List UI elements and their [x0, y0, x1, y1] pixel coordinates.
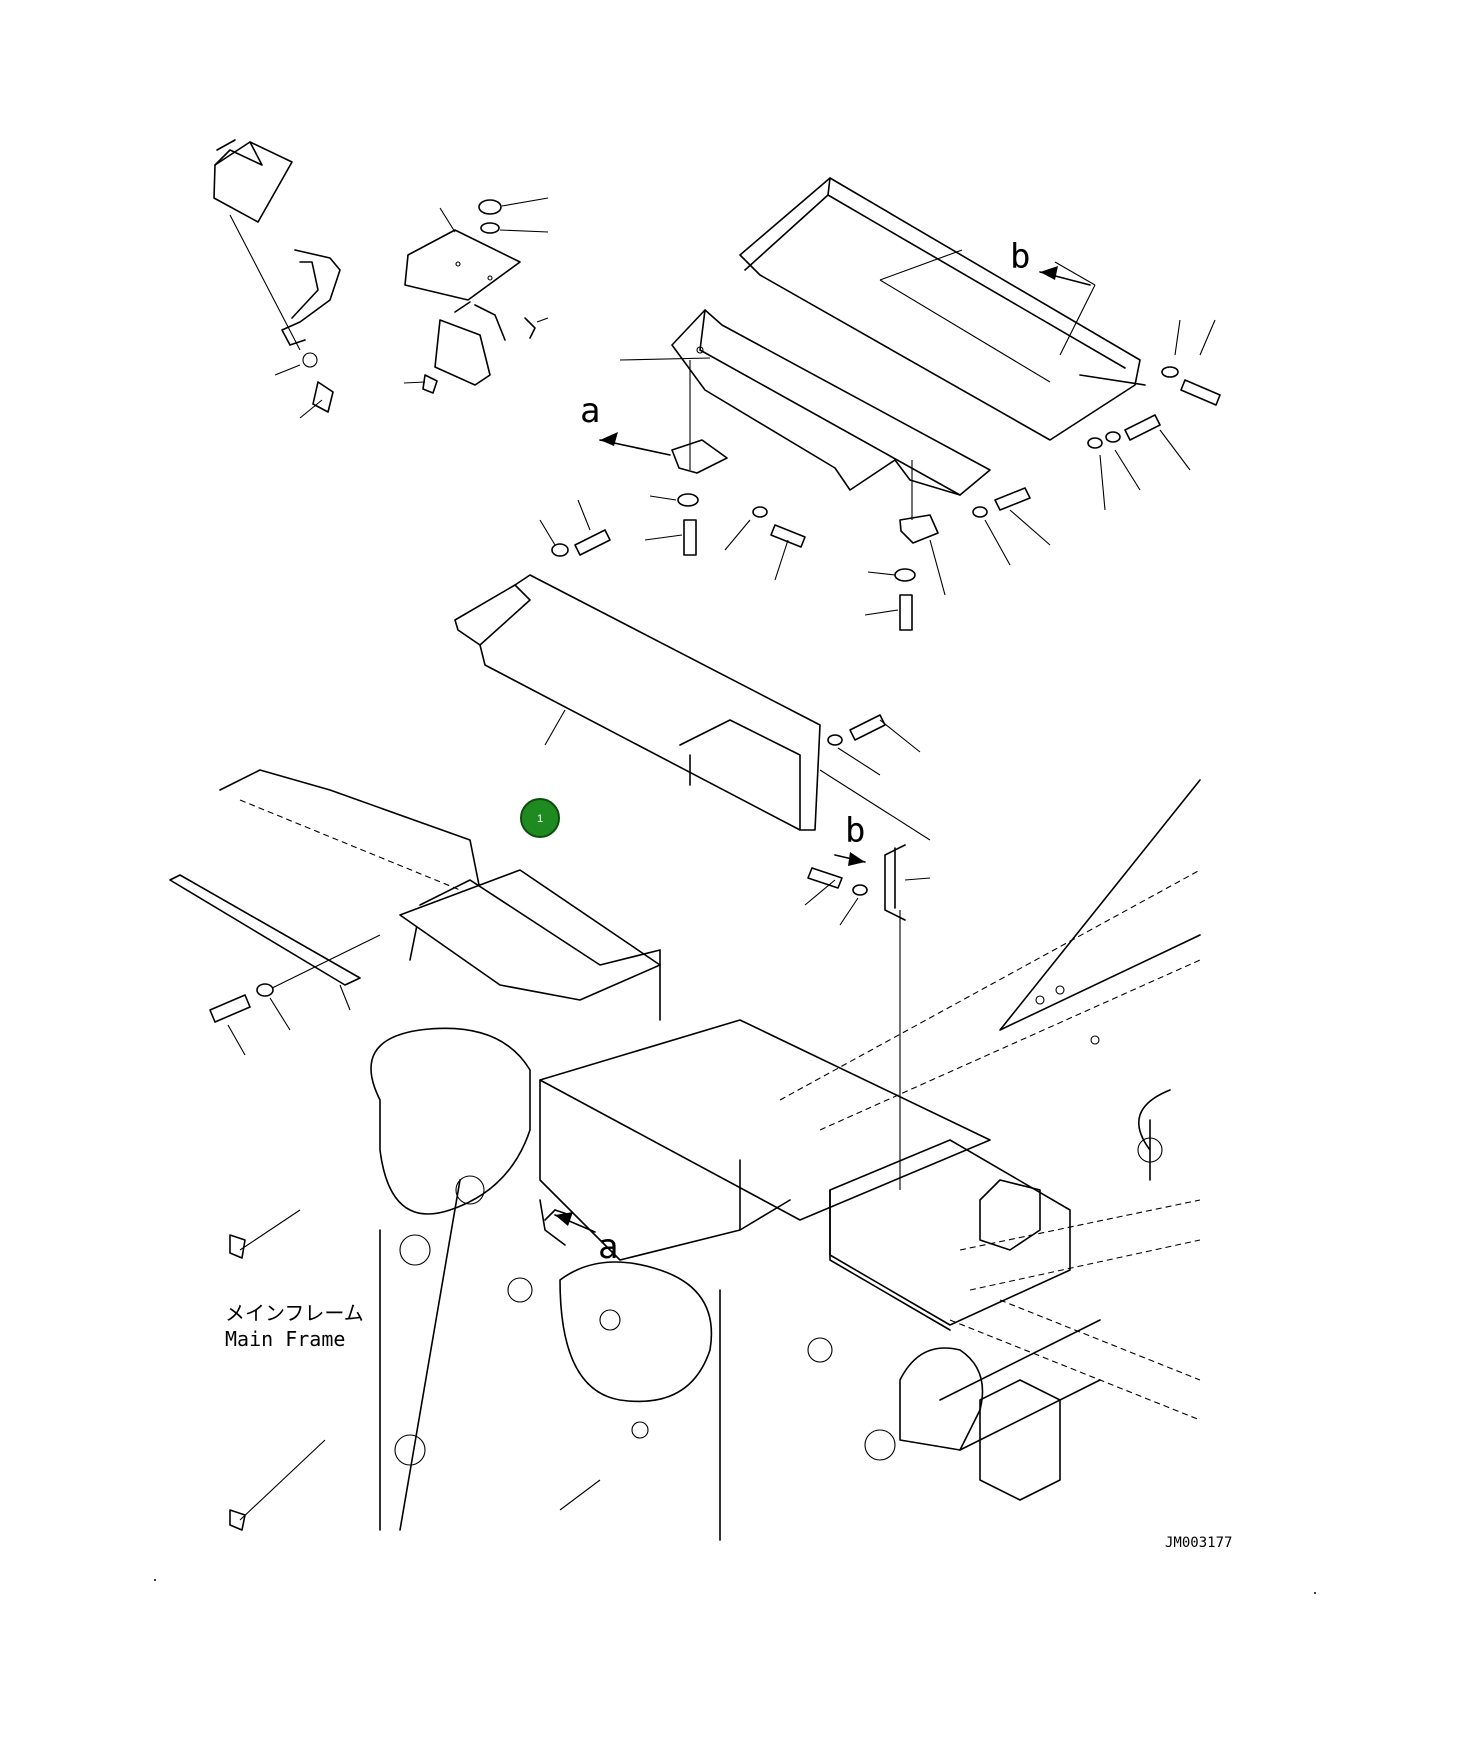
bracket-left-lower — [644, 360, 806, 581]
main-frame-caption: メインフレーム Main Frame — [225, 1301, 364, 1351]
view-label-a-top: a — [580, 391, 600, 431]
drawing-id: JM003177 — [1165, 1535, 1232, 1551]
view-label-b-mid: b — [845, 811, 865, 851]
middle-plate — [454, 574, 931, 841]
bracket-right-lower — [864, 460, 1051, 631]
view-arrow-b-mid: b — [834, 811, 866, 866]
main-frame-assembly — [169, 769, 1201, 1541]
main-frame-label-jp: メインフレーム — [225, 1301, 364, 1325]
middle-bolts — [539, 499, 921, 926]
main-frame-label-en: Main Frame — [225, 1327, 345, 1351]
small-box-part — [213, 139, 301, 351]
view-label-a-bottom: a — [598, 1227, 618, 1267]
callout-marker-1-number: 1 — [537, 813, 543, 825]
callout-marker-1[interactable]: 1 — [520, 798, 560, 838]
upper-cover-b — [739, 177, 1146, 441]
view-label-b-top: b — [1010, 237, 1030, 277]
plate-assembly — [403, 197, 549, 394]
upper-cover-a — [619, 309, 991, 496]
view-arrow-a-top: a — [580, 391, 671, 456]
view-arrow-b-top: b — [1010, 237, 1091, 286]
right-bolts-upper — [1087, 319, 1221, 511]
view-arrow-a-bottom: a — [554, 1212, 618, 1267]
u-bracket — [884, 844, 931, 1190]
bracket-part — [274, 249, 341, 419]
